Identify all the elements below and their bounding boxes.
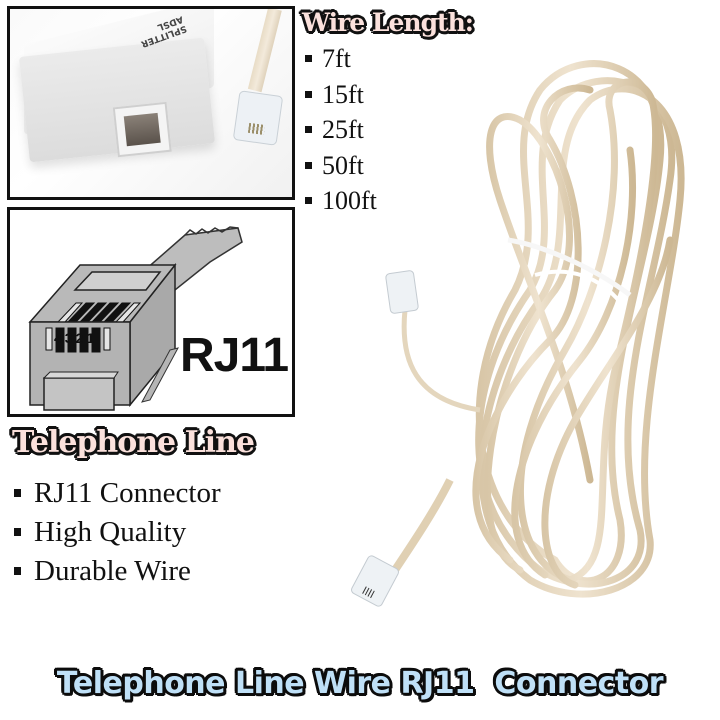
splitter-photo-panel: SPLITTER ADSL xyxy=(7,6,295,200)
bullet-square-icon xyxy=(305,55,312,62)
loose-cable-end xyxy=(391,478,454,573)
length-option-label: 25ft xyxy=(322,115,364,144)
length-option-label: 15ft xyxy=(322,79,364,109)
length-option: 15ft xyxy=(300,79,377,115)
diagram-tab xyxy=(43,377,115,411)
diagram-contacts-front xyxy=(45,327,111,353)
length-option-label: 100ft xyxy=(322,186,377,215)
rj11-jack-socket xyxy=(112,101,172,158)
bullet-square-icon xyxy=(305,90,312,98)
banner-title: Telephone Line Wire RJ11 Connector xyxy=(56,666,664,701)
pin-numbers: 4321 xyxy=(54,330,98,346)
length-option-label: 7ft xyxy=(322,44,351,73)
feature-item: Durable Wire xyxy=(10,553,221,592)
feature-label: Durable Wire xyxy=(34,555,191,587)
length-option: 100ft xyxy=(300,185,377,221)
rj11-plug-upper-icon xyxy=(385,270,419,314)
plug-pins xyxy=(247,122,266,135)
feature-item: RJ11 Connector xyxy=(10,475,221,514)
bullet-square-icon xyxy=(305,126,312,133)
length-option: 7ft xyxy=(300,43,377,79)
bullet-square-icon xyxy=(14,528,21,536)
rj11-plug-icon xyxy=(232,90,284,146)
bullet-square-icon xyxy=(14,489,21,497)
length-option: 25ft xyxy=(300,114,377,150)
feature-label: High Quality xyxy=(34,516,187,548)
loose-cable-end xyxy=(401,309,481,413)
bullet-square-icon xyxy=(305,161,312,169)
feature-label: RJ11 Connector xyxy=(34,477,221,509)
wire-length-list: 7ft 15ft 25ft 50ft 100ft xyxy=(300,43,377,221)
cable-tie xyxy=(534,269,622,304)
bullet-square-icon xyxy=(305,197,312,204)
jack-opening xyxy=(123,112,161,147)
splitter-front-face xyxy=(18,37,216,163)
rj11-plug-lower-icon xyxy=(351,555,399,607)
photo-cable xyxy=(247,9,282,93)
plug-pins xyxy=(362,586,375,599)
diagram-cable-end xyxy=(184,226,239,236)
rj11-diagram-panel: 4321 RJ11 xyxy=(7,207,295,417)
telephone-line-heading: Telephone Line xyxy=(12,425,255,460)
rj11-label: RJ11 xyxy=(180,329,289,382)
feature-item: High Quality xyxy=(10,514,221,553)
cable-tie xyxy=(507,237,632,298)
diagram-top-window xyxy=(73,271,162,291)
length-option-label: 50ft xyxy=(322,150,364,180)
wire-length-heading: Wire Length: xyxy=(302,8,474,37)
length-option: 50ft xyxy=(300,150,377,186)
diagram-latch xyxy=(141,347,179,403)
coiled-cable-photo xyxy=(351,60,685,607)
feature-list: RJ11 Connector High Quality Durable Wire xyxy=(10,475,221,592)
diagram-tab-top xyxy=(42,371,119,379)
cable-coils xyxy=(472,60,685,598)
bullet-square-icon xyxy=(14,567,21,575)
rj11-connector-diagram-icon xyxy=(28,226,243,411)
